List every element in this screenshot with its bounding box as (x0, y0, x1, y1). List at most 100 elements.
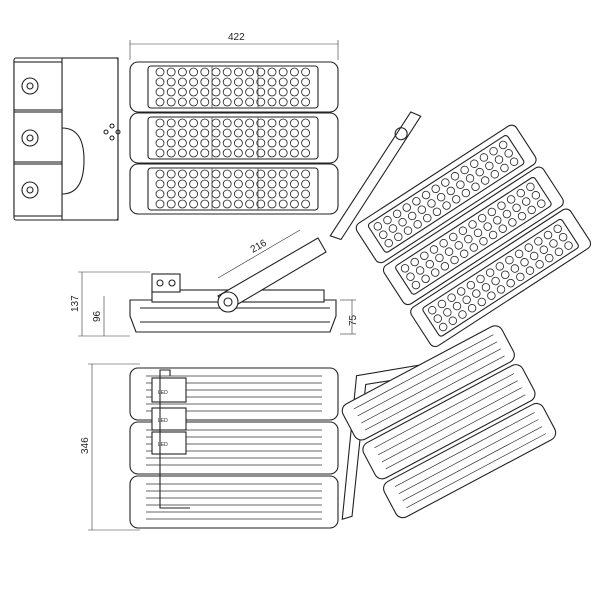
led-lens (429, 245, 439, 254)
led-lens (267, 189, 277, 199)
dim-height-body: 96 (92, 310, 103, 322)
led-lens (245, 97, 255, 107)
led-lens (222, 87, 232, 97)
led-lens (256, 189, 266, 199)
led-lens (177, 199, 187, 209)
led-lens (166, 77, 176, 87)
persp-led-module (382, 166, 564, 306)
led-lens (211, 118, 221, 128)
led-lens (494, 155, 504, 164)
led-lens (256, 67, 266, 77)
led-lens (402, 203, 411, 212)
led-lens (516, 272, 525, 282)
led-lens (502, 209, 512, 219)
led-lens (437, 299, 447, 309)
led-lens (155, 179, 165, 189)
perspective-view-bottom (341, 325, 557, 521)
led-lens (413, 220, 422, 229)
led-lens (245, 118, 255, 128)
led-lens (155, 199, 165, 209)
led-lens (462, 295, 471, 305)
led-lens (289, 97, 299, 107)
led-lens (379, 230, 388, 239)
led-lens (233, 87, 243, 97)
led-lens (245, 148, 255, 158)
led-lens (301, 179, 311, 189)
led-lens (222, 67, 232, 77)
led-lens (483, 222, 492, 231)
led-lens (222, 97, 232, 107)
led-lens (440, 262, 450, 271)
led-lens (433, 314, 442, 323)
led-lens (449, 232, 458, 242)
led-lens (495, 262, 504, 271)
led-lens (431, 184, 440, 193)
led-lens (506, 278, 515, 288)
dim-height-body-right: 75 (348, 314, 359, 326)
led-lens (446, 186, 455, 196)
led-lens (189, 199, 199, 209)
led-lens (200, 169, 210, 179)
led-lens (245, 179, 255, 189)
led-lens (278, 169, 288, 179)
led-lens (177, 189, 187, 199)
led-lens (436, 192, 446, 202)
led-lens (553, 224, 562, 234)
led-lens (189, 179, 199, 189)
led-lens (457, 287, 466, 296)
led-lens (439, 239, 448, 248)
led-lens (452, 301, 462, 311)
rear-heatsink-module (129, 475, 339, 529)
driver-label-1: LED (158, 390, 168, 396)
led-lens (155, 138, 165, 148)
side-view-left (13, 57, 121, 221)
led-lens (512, 203, 521, 212)
led-lens (245, 87, 255, 97)
led-lens (233, 67, 243, 77)
led-lens (517, 211, 527, 221)
led-lens (450, 172, 460, 181)
led-lens (392, 209, 402, 219)
led-lens (481, 283, 491, 292)
led-lens (412, 197, 421, 206)
led-lens (549, 239, 558, 248)
led-lens (301, 128, 311, 138)
led-lens (222, 179, 232, 189)
led-lens (200, 179, 210, 189)
led-lens (256, 148, 266, 158)
driver-label-2: LED (158, 418, 168, 424)
driver-boxes: LED LED LED (151, 369, 190, 509)
led-lens (400, 264, 410, 273)
led-lens (278, 87, 288, 97)
rear-view: 346 LED LED LED (80, 363, 339, 531)
led-lens (211, 199, 221, 209)
led-lens (373, 222, 383, 231)
led-lens (425, 259, 434, 269)
led-lens (177, 169, 187, 179)
led-lens (535, 260, 544, 269)
led-lens (524, 243, 533, 252)
dim-width-top: 422 (228, 32, 245, 43)
led-lens (491, 276, 500, 286)
led-lens (564, 241, 573, 250)
led-lens (200, 67, 210, 77)
led-lens (245, 169, 255, 179)
led-lens (245, 199, 255, 209)
led-lens (256, 97, 266, 107)
led-lens (200, 148, 210, 158)
led-lens (200, 118, 210, 128)
led-lens (200, 87, 210, 97)
led-lens (211, 189, 221, 199)
led-lens (177, 128, 187, 138)
led-lens (468, 220, 477, 229)
led-lens (256, 179, 266, 189)
led-lens (256, 169, 266, 179)
led-lens (155, 97, 165, 107)
led-lens (438, 322, 448, 332)
led-lens (278, 97, 288, 107)
led-lens (460, 165, 469, 175)
led-lens (504, 149, 513, 158)
led-lens (222, 199, 232, 209)
led-lens (267, 138, 277, 148)
